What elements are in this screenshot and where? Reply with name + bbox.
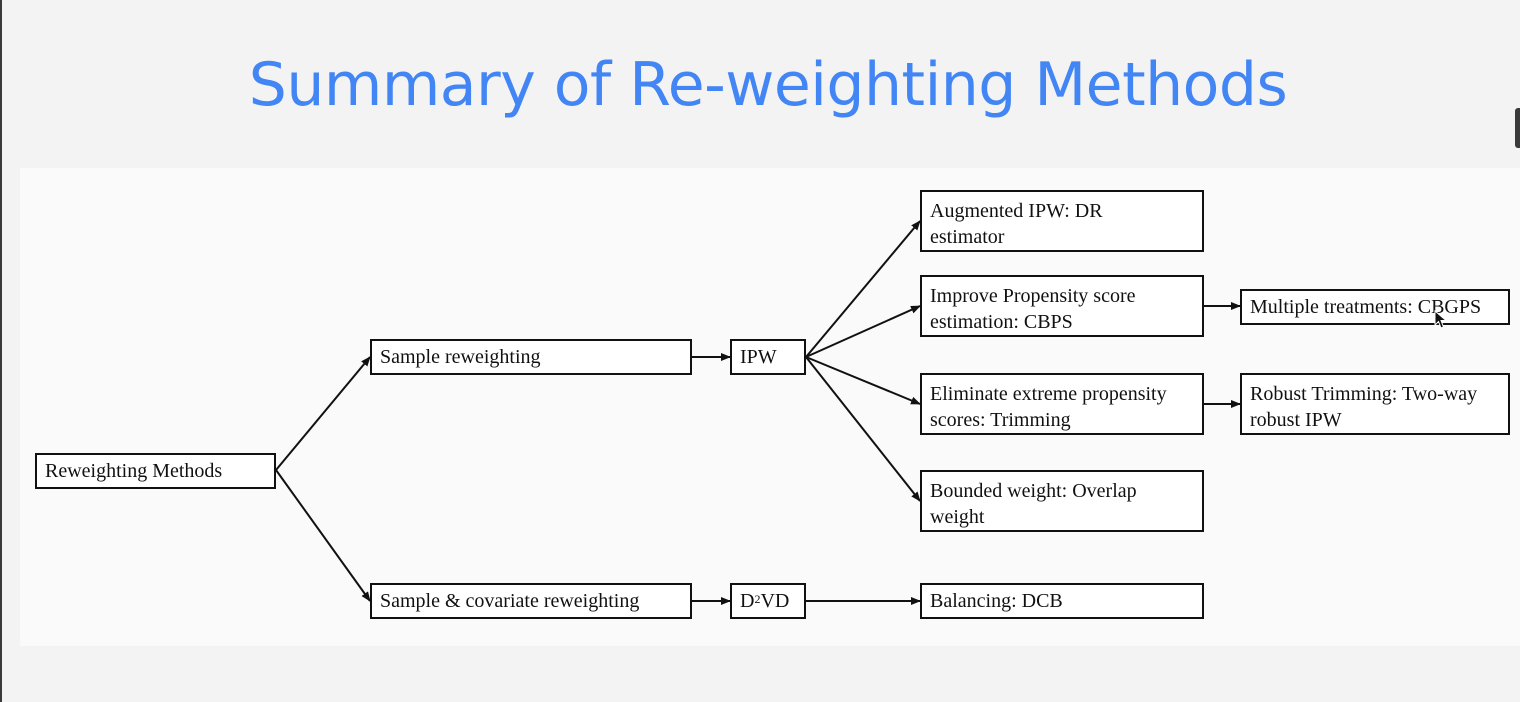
node-improve-propensity: Improve Propensity score estimation: CBP… (920, 275, 1204, 337)
node-d2vd: D2VD (730, 583, 806, 619)
node-robust-trimming: Robust Trimming: Two-way robust IPW (1240, 373, 1510, 435)
arrow-ipw-to-augmented (805, 220, 921, 358)
node-sample-covariate-reweighting: Sample & covariate reweighting (370, 583, 692, 619)
node-label-line: Augmented IPW: DR (930, 200, 1103, 222)
node-label: D2VD (740, 590, 790, 612)
node-label-line: Robust Trimming: Two-way (1250, 383, 1478, 405)
window-left-edge (0, 0, 2, 702)
node-bounded-weight: Bounded weight: Overlap weight (920, 470, 1204, 532)
node-balancing-dcb: Balancing: DCB (920, 583, 1204, 619)
arrow-root-to-sample-reweighting (275, 356, 371, 471)
node-ipw: IPW (730, 339, 806, 375)
slide-title: Summary of Re-weighting Methods (248, 50, 1288, 120)
side-handle[interactable] (1515, 108, 1520, 148)
arrow-ipw-to-improve (805, 305, 921, 358)
node-label: Sample reweighting (380, 346, 541, 368)
node-multiple-treatments: Multiple treatments: CBGPS (1240, 289, 1510, 325)
node-augmented-ipw: Augmented IPW: DR estimator (920, 190, 1204, 252)
node-label-line: Bounded weight: Overlap (930, 480, 1137, 502)
node-label: IPW (740, 346, 777, 368)
node-label-line: weight (930, 506, 985, 528)
arrow-ipw-to-bounded (805, 356, 921, 502)
node-label: Sample & covariate reweighting (380, 590, 640, 612)
node-label-line: Eliminate extreme propensity (930, 383, 1167, 405)
node-sample-reweighting: Sample reweighting (370, 339, 692, 375)
node-reweighting-methods: Reweighting Methods (35, 453, 276, 489)
arrow-root-to-sample-covariate (275, 469, 371, 602)
node-label: Balancing: DCB (930, 590, 1063, 612)
node-label: Reweighting Methods (45, 460, 223, 482)
node-label-line: estimator (930, 226, 1005, 248)
arrow-ipw-to-eliminate (805, 356, 921, 405)
node-label-line: Improve Propensity score (930, 285, 1136, 307)
node-label-line: robust IPW (1250, 409, 1342, 431)
node-eliminate-extreme: Eliminate extreme propensity scores: Tri… (920, 373, 1204, 435)
node-label-line: scores: Trimming (930, 409, 1071, 431)
node-label-line: estimation: CBPS (930, 311, 1073, 333)
node-label: Multiple treatments: CBGPS (1250, 296, 1482, 318)
mouse-pointer-icon (1434, 310, 1448, 329)
